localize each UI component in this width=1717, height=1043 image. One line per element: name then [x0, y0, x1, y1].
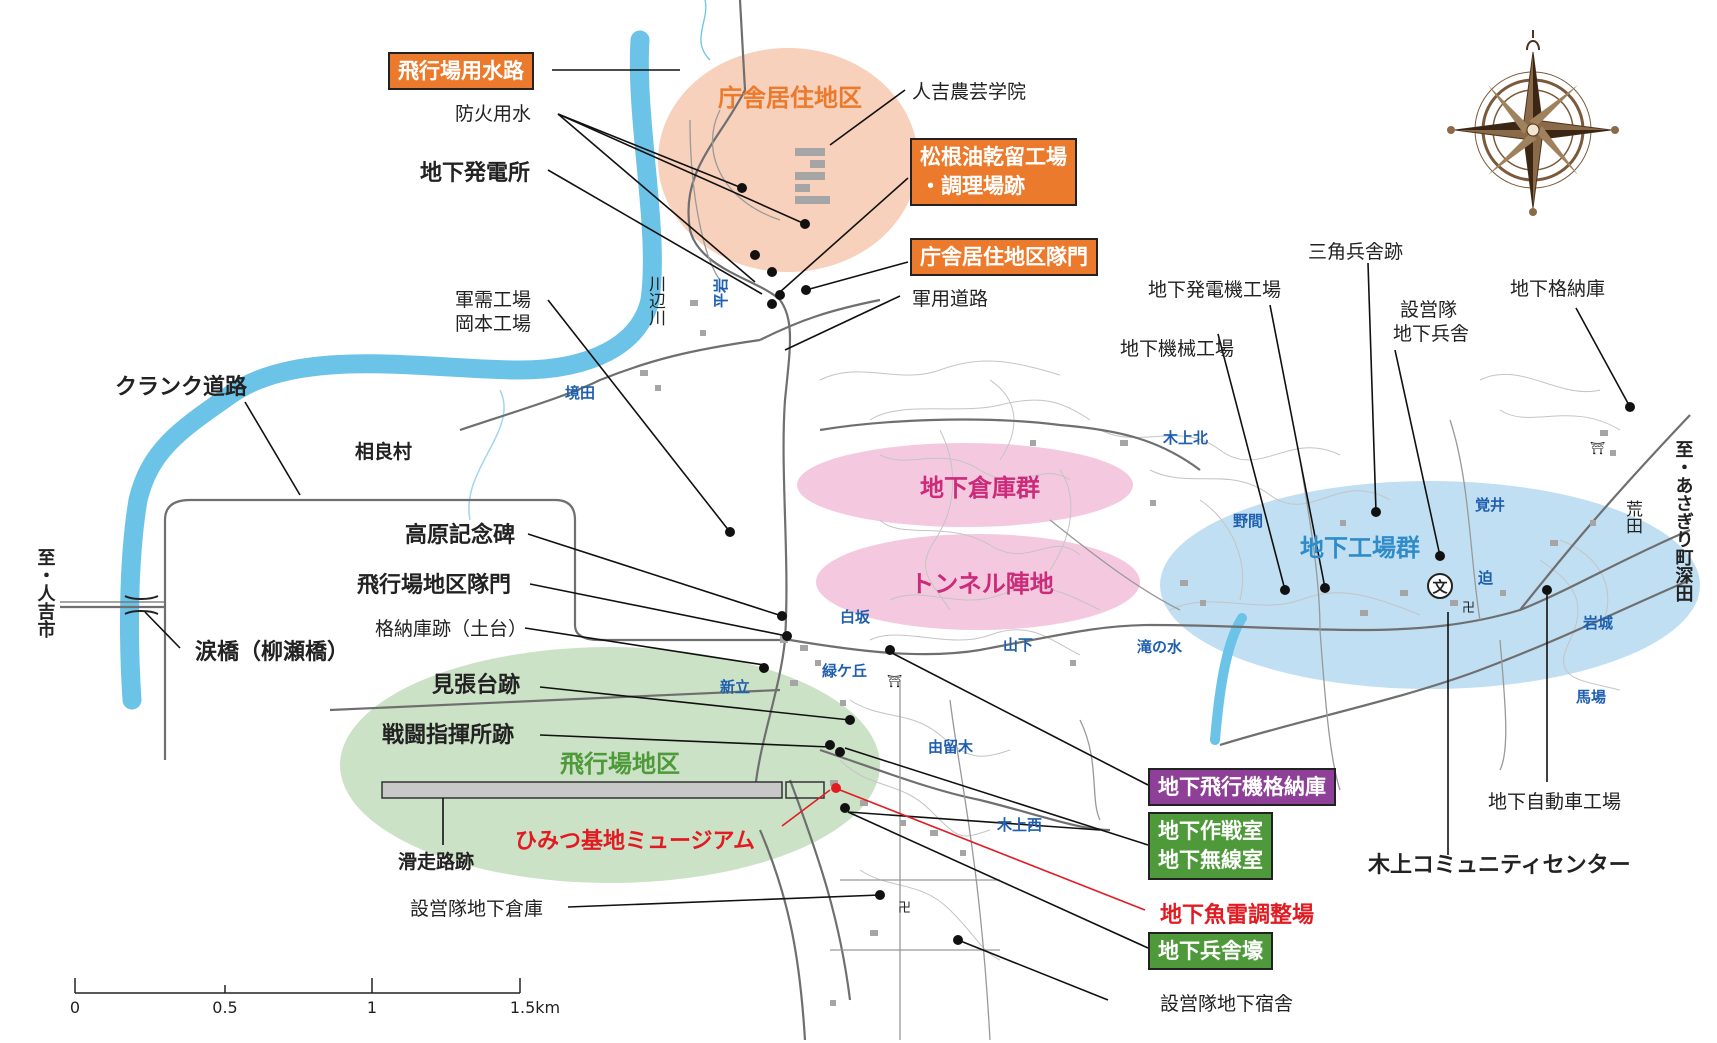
- locality-shindachi: 新立: [720, 678, 750, 696]
- box-label-aircraft-hangar: 地下飛行機格納庫: [1148, 768, 1336, 806]
- scale-tick-0: 0: [70, 998, 80, 1017]
- label-fire-water: 防火用水: [455, 103, 531, 125]
- label-torpedo: 地下魚雷調整場: [1160, 902, 1314, 928]
- locality-sakaida: 境田: [565, 384, 595, 402]
- label-eitai-warehouse: 設営隊地下倉庫: [410, 898, 543, 920]
- zone-label-office: 庁舎居住地区: [718, 84, 862, 112]
- label-generator-factory: 地下発電機工場: [1148, 279, 1281, 301]
- label-munitions-2: 岡本工場: [455, 313, 531, 335]
- label-community-center: 木上コミュニティセンター: [1367, 853, 1631, 878]
- label-agri-school: 人吉農芸学院: [912, 81, 1026, 103]
- locality-midorigaoka: 緑ケ丘: [822, 662, 867, 680]
- label-machine-factory: 地下機械工場: [1120, 338, 1234, 360]
- shrine-icon: ⛩: [887, 674, 902, 688]
- locality-yutomegi: 由留木: [928, 738, 974, 756]
- label-triangle-barracks: 三角兵舎跡: [1308, 241, 1403, 263]
- leader-lines: [144, 69, 1631, 1001]
- label-command-post: 戦闘指揮所跡: [382, 722, 514, 748]
- office-zone-area: [658, 48, 918, 272]
- label-namida-bridge: 涙橋（柳瀬橋）: [195, 639, 349, 665]
- locality-yamashita: 山下: [1003, 636, 1033, 654]
- school-mark-text: 文: [1432, 578, 1448, 596]
- temple-icon: 卍: [898, 901, 911, 916]
- warehouse-zone-area: [797, 443, 1133, 527]
- label-runway: 滑走路跡: [398, 850, 474, 873]
- box-label-barracks-bunker: 地下兵舎壕: [1148, 932, 1273, 970]
- label-munitions-1: 軍需工場: [455, 289, 531, 311]
- locality-kiue-kita: 木上北: [1162, 429, 1208, 447]
- label-hangar-site: 格納庫跡（土台）: [375, 618, 527, 640]
- bridge-mark: [124, 595, 159, 615]
- runway: [381, 781, 825, 799]
- contour-lines: [819, 360, 1621, 961]
- box-label-waterway: 飛行場用水路: [388, 52, 534, 90]
- label-to-asagiri: 至・あさぎり町深田: [1673, 440, 1694, 602]
- label-airfield-gate: 飛行場地区隊門: [357, 572, 511, 598]
- locality-sako: 迫: [1478, 569, 1494, 587]
- scale-tick-1-5km: 1.5km: [510, 998, 560, 1017]
- box-label-ops-room-line-2: 地下無線室: [1158, 848, 1263, 872]
- airfield-zone-area: [340, 647, 880, 883]
- label-military-road: 軍用道路: [912, 288, 988, 310]
- locality-iwaki: 岩城: [1582, 614, 1613, 632]
- zone-labels: 庁舎居住地区 地下倉庫群 トンネル陣地 地下工場群 飛行場地区: [560, 84, 1420, 778]
- scale-tick-1: 1: [367, 998, 377, 1017]
- shrine-icon: ⛩: [1590, 441, 1605, 455]
- zone-label-factory: 地下工場群: [1300, 534, 1420, 562]
- box-label-matsune-line-2: ・調理場跡: [920, 174, 1025, 198]
- scale-tick-0-5: 0.5: [212, 998, 237, 1017]
- label-sagara: 相良村: [355, 440, 412, 463]
- label-kawabe-river: 川辺川: [645, 275, 666, 326]
- tunnel-zone-area: [816, 534, 1140, 630]
- label-museum: ひみつ基地ミュージアム: [515, 829, 755, 854]
- box-label-matsune-line-1: 松根油乾留工場: [920, 145, 1067, 169]
- box-label-matsune: 松根油乾留工場 ・調理場跡: [910, 138, 1077, 206]
- scale-bar: 0 0.5 1 1.5km: [70, 978, 560, 1017]
- label-takahara: 高原記念碑: [405, 522, 515, 548]
- label-auto-factory: 地下自動車工場: [1488, 791, 1621, 813]
- school-mark: 文: [1427, 573, 1453, 599]
- box-label-ops-room-line-1: 地下作戦室: [1158, 819, 1263, 843]
- zone-label-airfield: 飛行場地区: [560, 750, 680, 778]
- locality-labels: 平岩 境田 木上北 野間 覚井 迫 岩城 馬場 滝の水 山下 白坂 緑ケ丘 新立…: [565, 278, 1643, 834]
- label-crank-road: クランク道路: [115, 374, 248, 400]
- box-label-office-gate: 庁舎居住地区隊門: [910, 238, 1098, 276]
- label-lookout: 見張台跡: [432, 672, 520, 698]
- compass-rose-icon: [1447, 30, 1619, 216]
- locality-shirasaka: 白坂: [840, 608, 871, 626]
- locality-hiraiwa: 平岩: [712, 278, 730, 308]
- box-label-ops-room: 地下作戦室 地下無線室: [1148, 812, 1273, 880]
- label-underground-storage: 地下格納庫: [1510, 278, 1605, 300]
- locality-arata: 荒田: [1622, 500, 1643, 534]
- locality-kiue-nishi: 木上西: [996, 816, 1042, 834]
- locality-noma: 野間: [1233, 512, 1263, 530]
- zone-label-warehouse: 地下倉庫群: [920, 474, 1040, 502]
- locality-kakui: 覚井: [1475, 496, 1505, 514]
- locality-takinomizu: 滝の水: [1137, 638, 1183, 656]
- location-dots: [725, 183, 1635, 945]
- road-network: [60, 0, 1691, 1041]
- label-eitai-quarters: 設営隊地下宿舎: [1160, 993, 1293, 1015]
- label-eitai-barracks-2: 地下兵舎: [1393, 323, 1469, 345]
- locality-baba: 馬場: [1576, 688, 1606, 706]
- label-to-hitoyoshi: 至・人吉市: [35, 548, 56, 639]
- place-labels: 防火用水 地下発電所 人吉農芸学院 軍用道路 軍需工場 岡本工場 クランク道路 …: [35, 81, 1694, 1015]
- label-eitai-barracks-1: 設営隊: [1400, 299, 1457, 321]
- temple-icon: 卍: [1462, 601, 1475, 616]
- label-power-station: 地下発電所: [420, 161, 530, 186]
- zone-label-tunnel: トンネル陣地: [910, 570, 1054, 598]
